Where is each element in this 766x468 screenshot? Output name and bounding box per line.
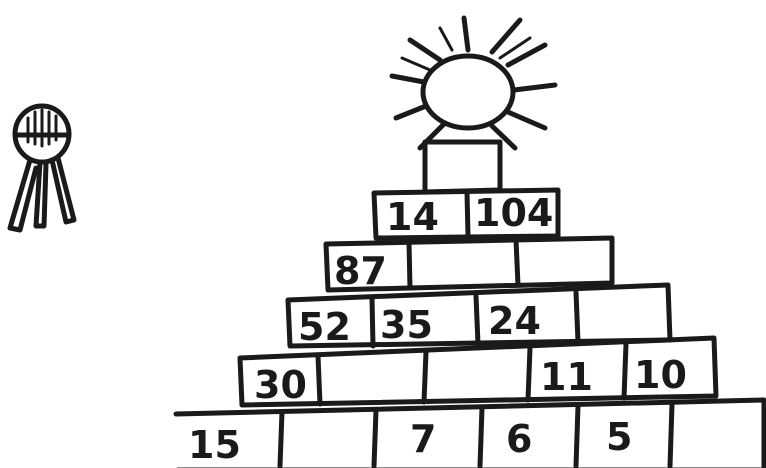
sun-ray <box>492 126 515 148</box>
pyramid-row-5: 15 7 6 5 <box>176 400 764 468</box>
pyramid-block <box>176 400 764 468</box>
pyramid-number: 6 <box>506 417 532 461</box>
pyramid-number: 15 <box>188 423 241 467</box>
pyramid-row-2: 87 <box>326 238 612 293</box>
pyramid-number: 7 <box>410 417 436 461</box>
pyramid-number: 24 <box>488 299 541 343</box>
pyramid-block-divider <box>476 296 478 344</box>
sun-ray <box>402 58 430 70</box>
pyramid-row-3: 52 35 24 <box>288 285 670 349</box>
sun-disc <box>423 56 513 128</box>
pyramid-number: 14 <box>386 195 439 239</box>
pyramid-block-divider <box>318 356 320 404</box>
pyramid-number: 11 <box>540 355 593 399</box>
pyramid-capstone <box>425 142 500 192</box>
pyramid-number: 30 <box>254 363 307 407</box>
pyramid-block-divider <box>576 406 578 466</box>
sun-drawing <box>392 18 555 148</box>
pyramid-block-divider <box>670 404 672 466</box>
sun-ray <box>514 85 555 90</box>
sun-ray <box>440 28 452 50</box>
pyramid-block-divider <box>480 408 482 466</box>
pyramid-number: 52 <box>298 305 351 349</box>
pyramid-block-divider <box>280 412 282 466</box>
pyramid-block-divider <box>424 352 426 402</box>
sun-ray <box>508 112 545 128</box>
pyramid-block-divider <box>516 240 518 285</box>
stick-figure-drawing <box>10 106 74 230</box>
sun-ray <box>464 18 468 50</box>
pyramid-number: 87 <box>334 249 387 293</box>
pyramid-block-divider <box>624 344 626 398</box>
pyramid-block-divider <box>467 192 468 236</box>
figure-leg-middle <box>36 162 46 226</box>
pyramid-row-1: 14 104 <box>374 190 558 239</box>
figure-leg-left <box>10 160 36 230</box>
pyramid-block-divider <box>372 298 373 346</box>
pyramid-number: 104 <box>474 191 553 235</box>
pyramid-block-divider <box>409 242 410 288</box>
sun-ray <box>396 106 426 118</box>
pyramid-number: 5 <box>606 415 632 459</box>
sun-ray <box>392 76 424 82</box>
pyramid-block-divider <box>374 410 376 466</box>
figure-leg-right <box>52 158 74 222</box>
figure-hatching <box>28 110 56 146</box>
pyramid-number: 35 <box>380 303 433 347</box>
pyramid-block-divider <box>576 292 578 342</box>
pyramid-number: 10 <box>634 353 687 397</box>
pyramid-block-divider <box>528 348 530 400</box>
sun-ray <box>410 40 440 60</box>
